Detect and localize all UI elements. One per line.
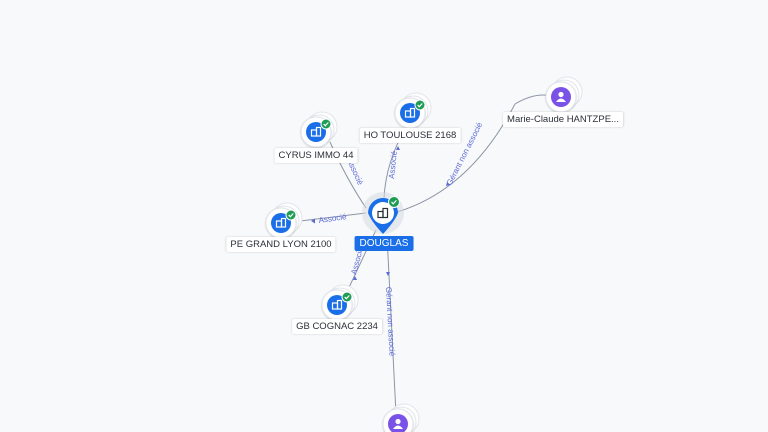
person-icon xyxy=(393,418,403,429)
edge-arrow xyxy=(386,272,390,276)
company-node-pe-grand-lyon[interactable] xyxy=(265,202,303,239)
verified-check-icon xyxy=(414,99,426,111)
company-label-pe-grand-lyon[interactable]: PE GRAND LYON 2100 xyxy=(226,237,336,252)
edge-label-pe-grand-lyon: Associé xyxy=(318,212,348,225)
edge-pe-grand-lyon xyxy=(291,212,367,223)
company-label-cyrus-immo[interactable]: CYRUS IMMO 44 xyxy=(274,148,358,163)
verified-check-icon xyxy=(341,291,353,303)
edge-person-bottom xyxy=(386,235,397,415)
building-icon xyxy=(275,217,287,228)
edge-label-person-bottom: Gérant non associé xyxy=(384,287,397,357)
person-node-marie-claude[interactable] xyxy=(545,76,583,113)
edge-arrow xyxy=(396,146,400,150)
company-node-ho-toulouse[interactable] xyxy=(394,92,432,129)
verified-check-icon xyxy=(320,118,332,130)
company-node-cyrus-immo[interactable] xyxy=(300,111,338,148)
verified-check-icon xyxy=(285,209,297,221)
center-node-douglas[interactable] xyxy=(362,192,404,234)
building-icon xyxy=(377,207,389,219)
person-icon xyxy=(556,91,566,102)
building-icon xyxy=(404,107,416,118)
edge-label-ho-toulouse: Associé xyxy=(387,150,399,179)
company-node-gb-cognac[interactable] xyxy=(321,284,359,321)
building-icon xyxy=(331,299,343,310)
company-label-gb-cognac[interactable]: GB COGNAC 2234 xyxy=(292,319,382,334)
verified-check-icon xyxy=(388,196,400,208)
company-label-ho-toulouse[interactable]: HO TOULOUSE 2168 xyxy=(359,128,461,143)
edge-arrow xyxy=(446,182,450,186)
center-label-douglas[interactable]: DOUGLAS xyxy=(354,236,414,251)
person-node-bottom[interactable] xyxy=(382,403,420,432)
edge-arrow xyxy=(311,218,315,224)
edge-arrow xyxy=(353,276,357,280)
person-label-marie-claude[interactable]: Marie-Claude HANTZPE... xyxy=(503,112,623,127)
building-icon xyxy=(310,126,322,137)
